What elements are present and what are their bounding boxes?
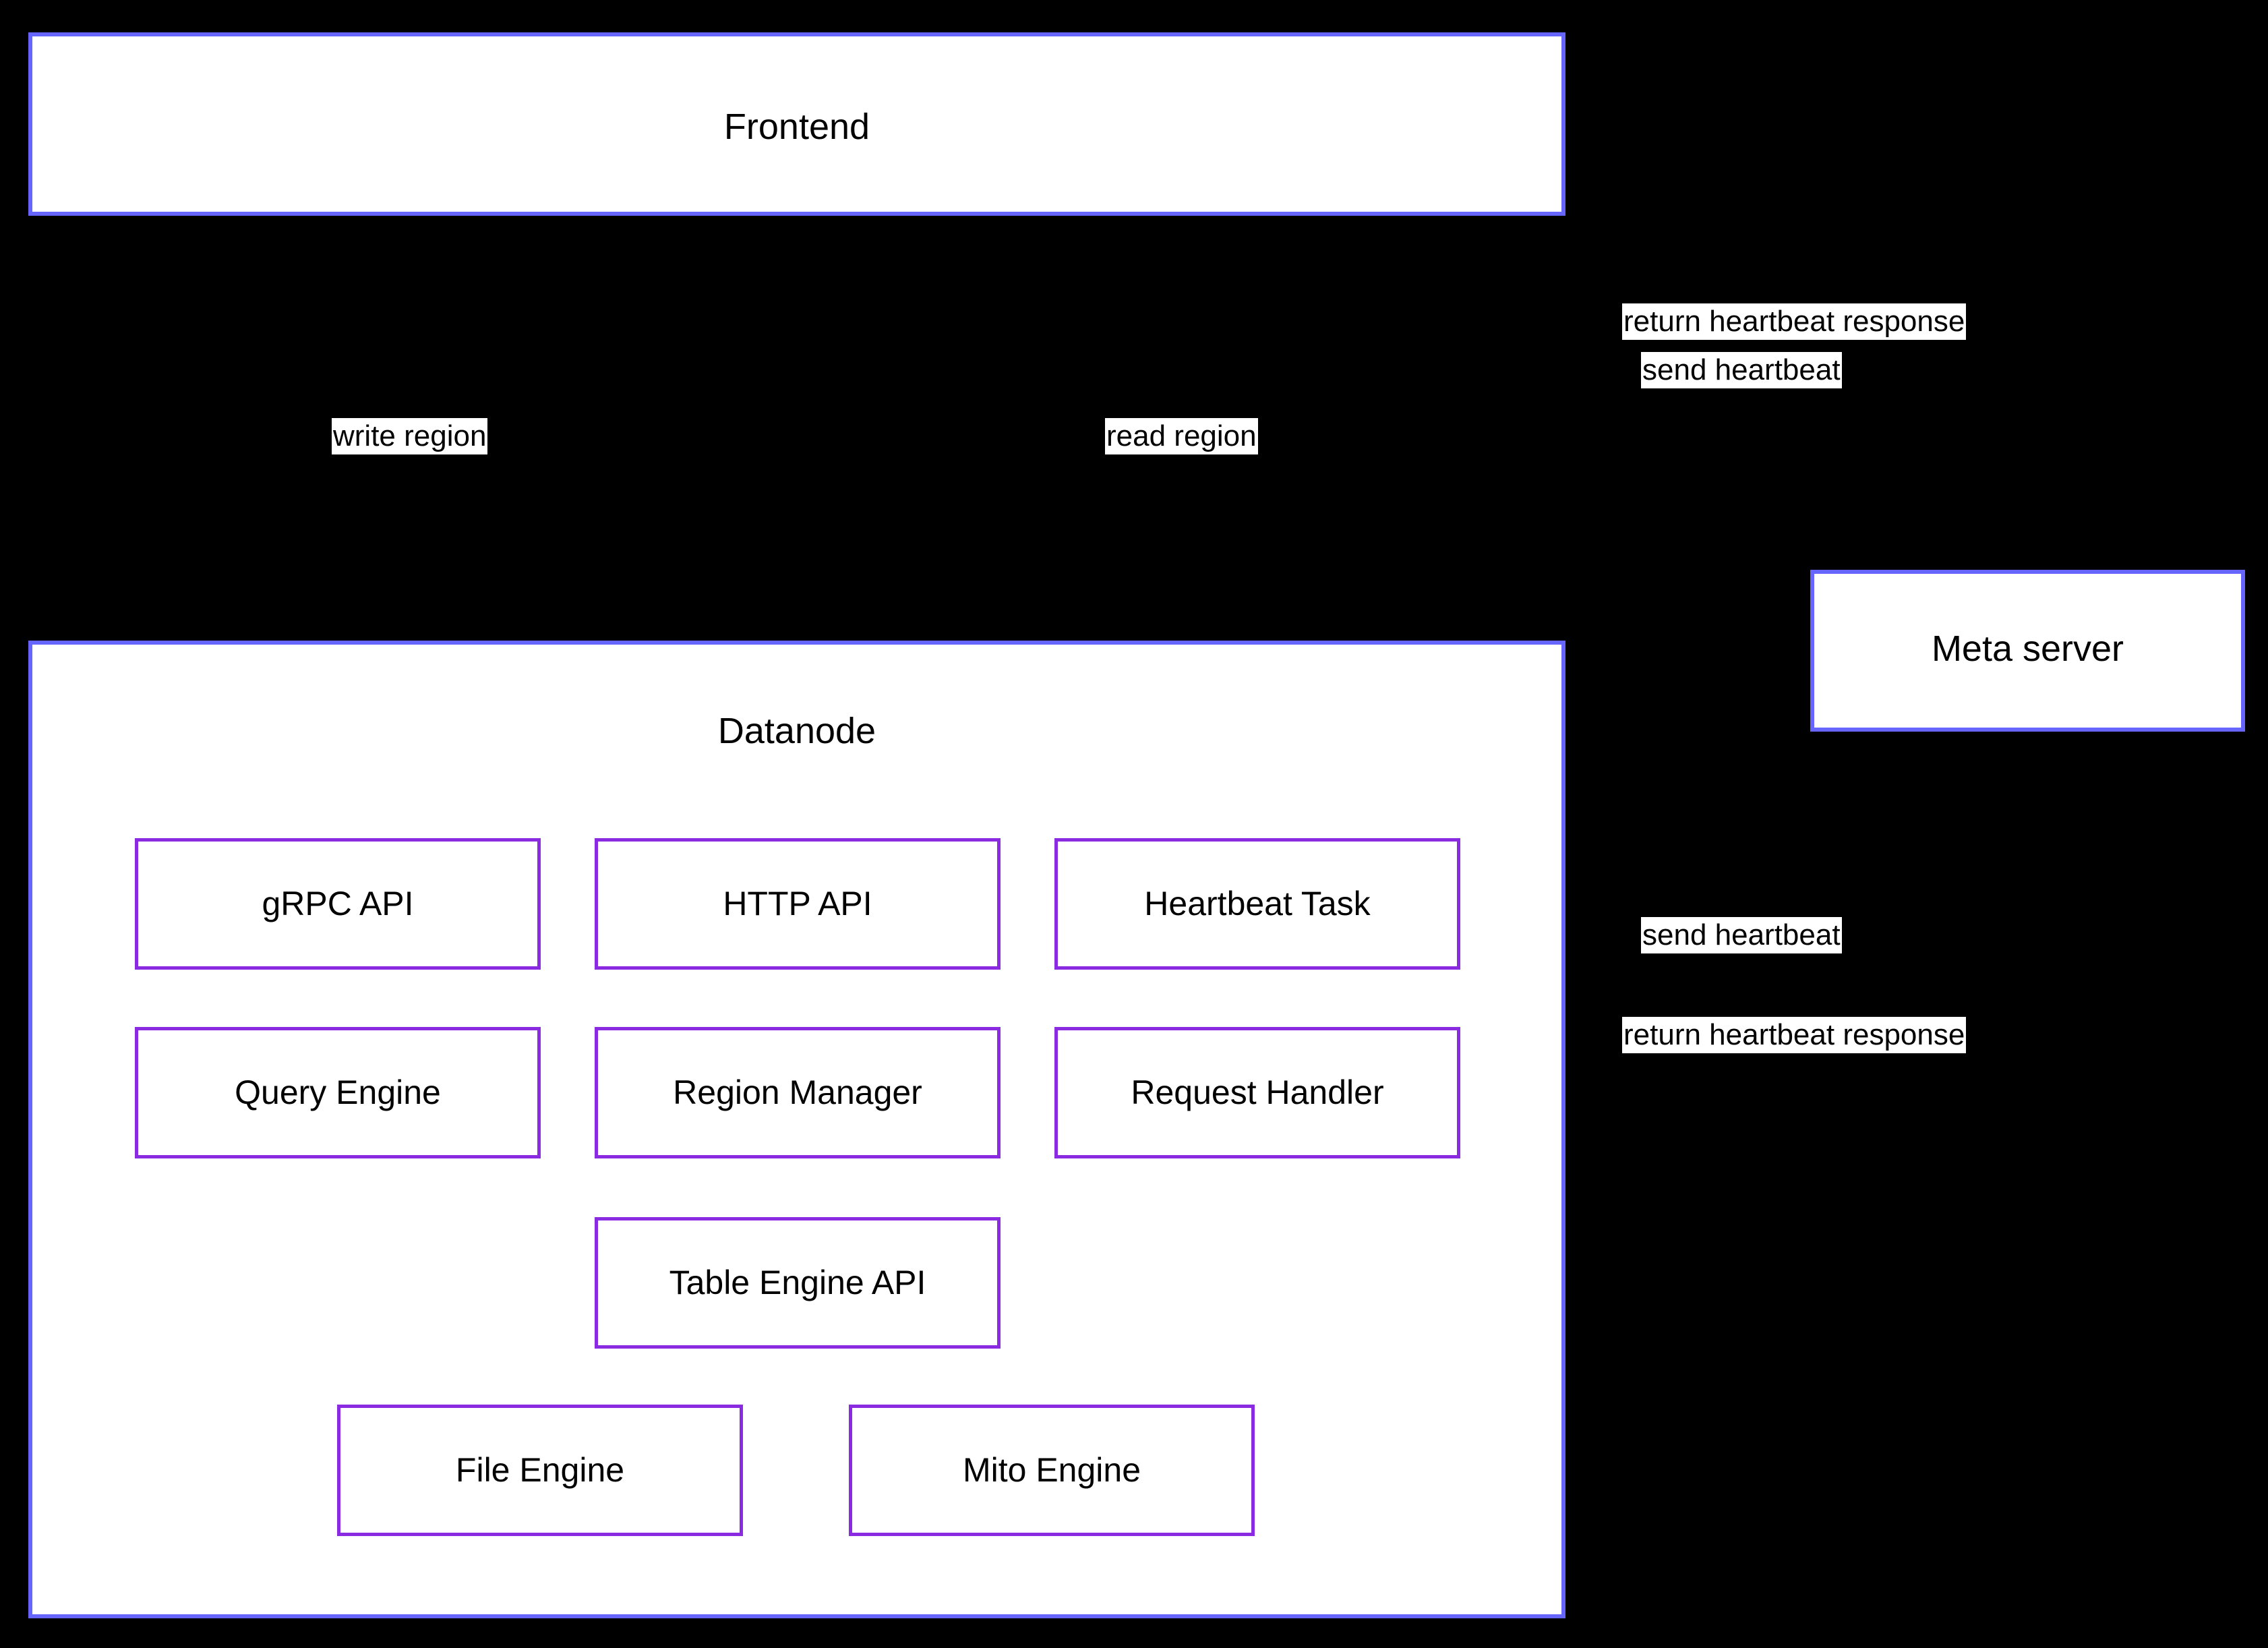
frontend-label: Frontend (723, 107, 870, 147)
component-request-handler[interactable]: Request Handler (1054, 1027, 1460, 1158)
edge-label-send-heartbeat-top: send heartbeat (1641, 352, 1842, 388)
component-file-engine[interactable]: File Engine (337, 1405, 743, 1536)
component-mito-engine[interactable]: Mito Engine (849, 1405, 1255, 1536)
edge-label-return-heartbeat-response-top: return heartbeat response (1622, 303, 1967, 340)
component-query-engine[interactable]: Query Engine (135, 1027, 541, 1158)
edge-label-return-heartbeat-response-bottom: return heartbeat response (1622, 1017, 1967, 1053)
edge-label-send-heartbeat-bottom: send heartbeat (1641, 917, 1842, 953)
component-table-engine-api[interactable]: Table Engine API (595, 1217, 1001, 1349)
component-grpc-api[interactable]: gRPC API (135, 838, 541, 970)
edge-label-read-region: read region (1105, 418, 1258, 454)
meta-server-label: Meta server (1931, 628, 2124, 669)
component-heartbeat-task[interactable]: Heartbeat Task (1054, 838, 1460, 970)
component-http-api[interactable]: HTTP API (595, 838, 1001, 970)
datanode-label: Datanode (717, 711, 876, 751)
component-region-manager[interactable]: Region Manager (595, 1027, 1001, 1158)
edge-label-write-region: write region (332, 418, 488, 454)
node-meta-server[interactable]: Meta server (1810, 570, 2245, 732)
node-frontend[interactable]: Frontend (28, 32, 1565, 216)
